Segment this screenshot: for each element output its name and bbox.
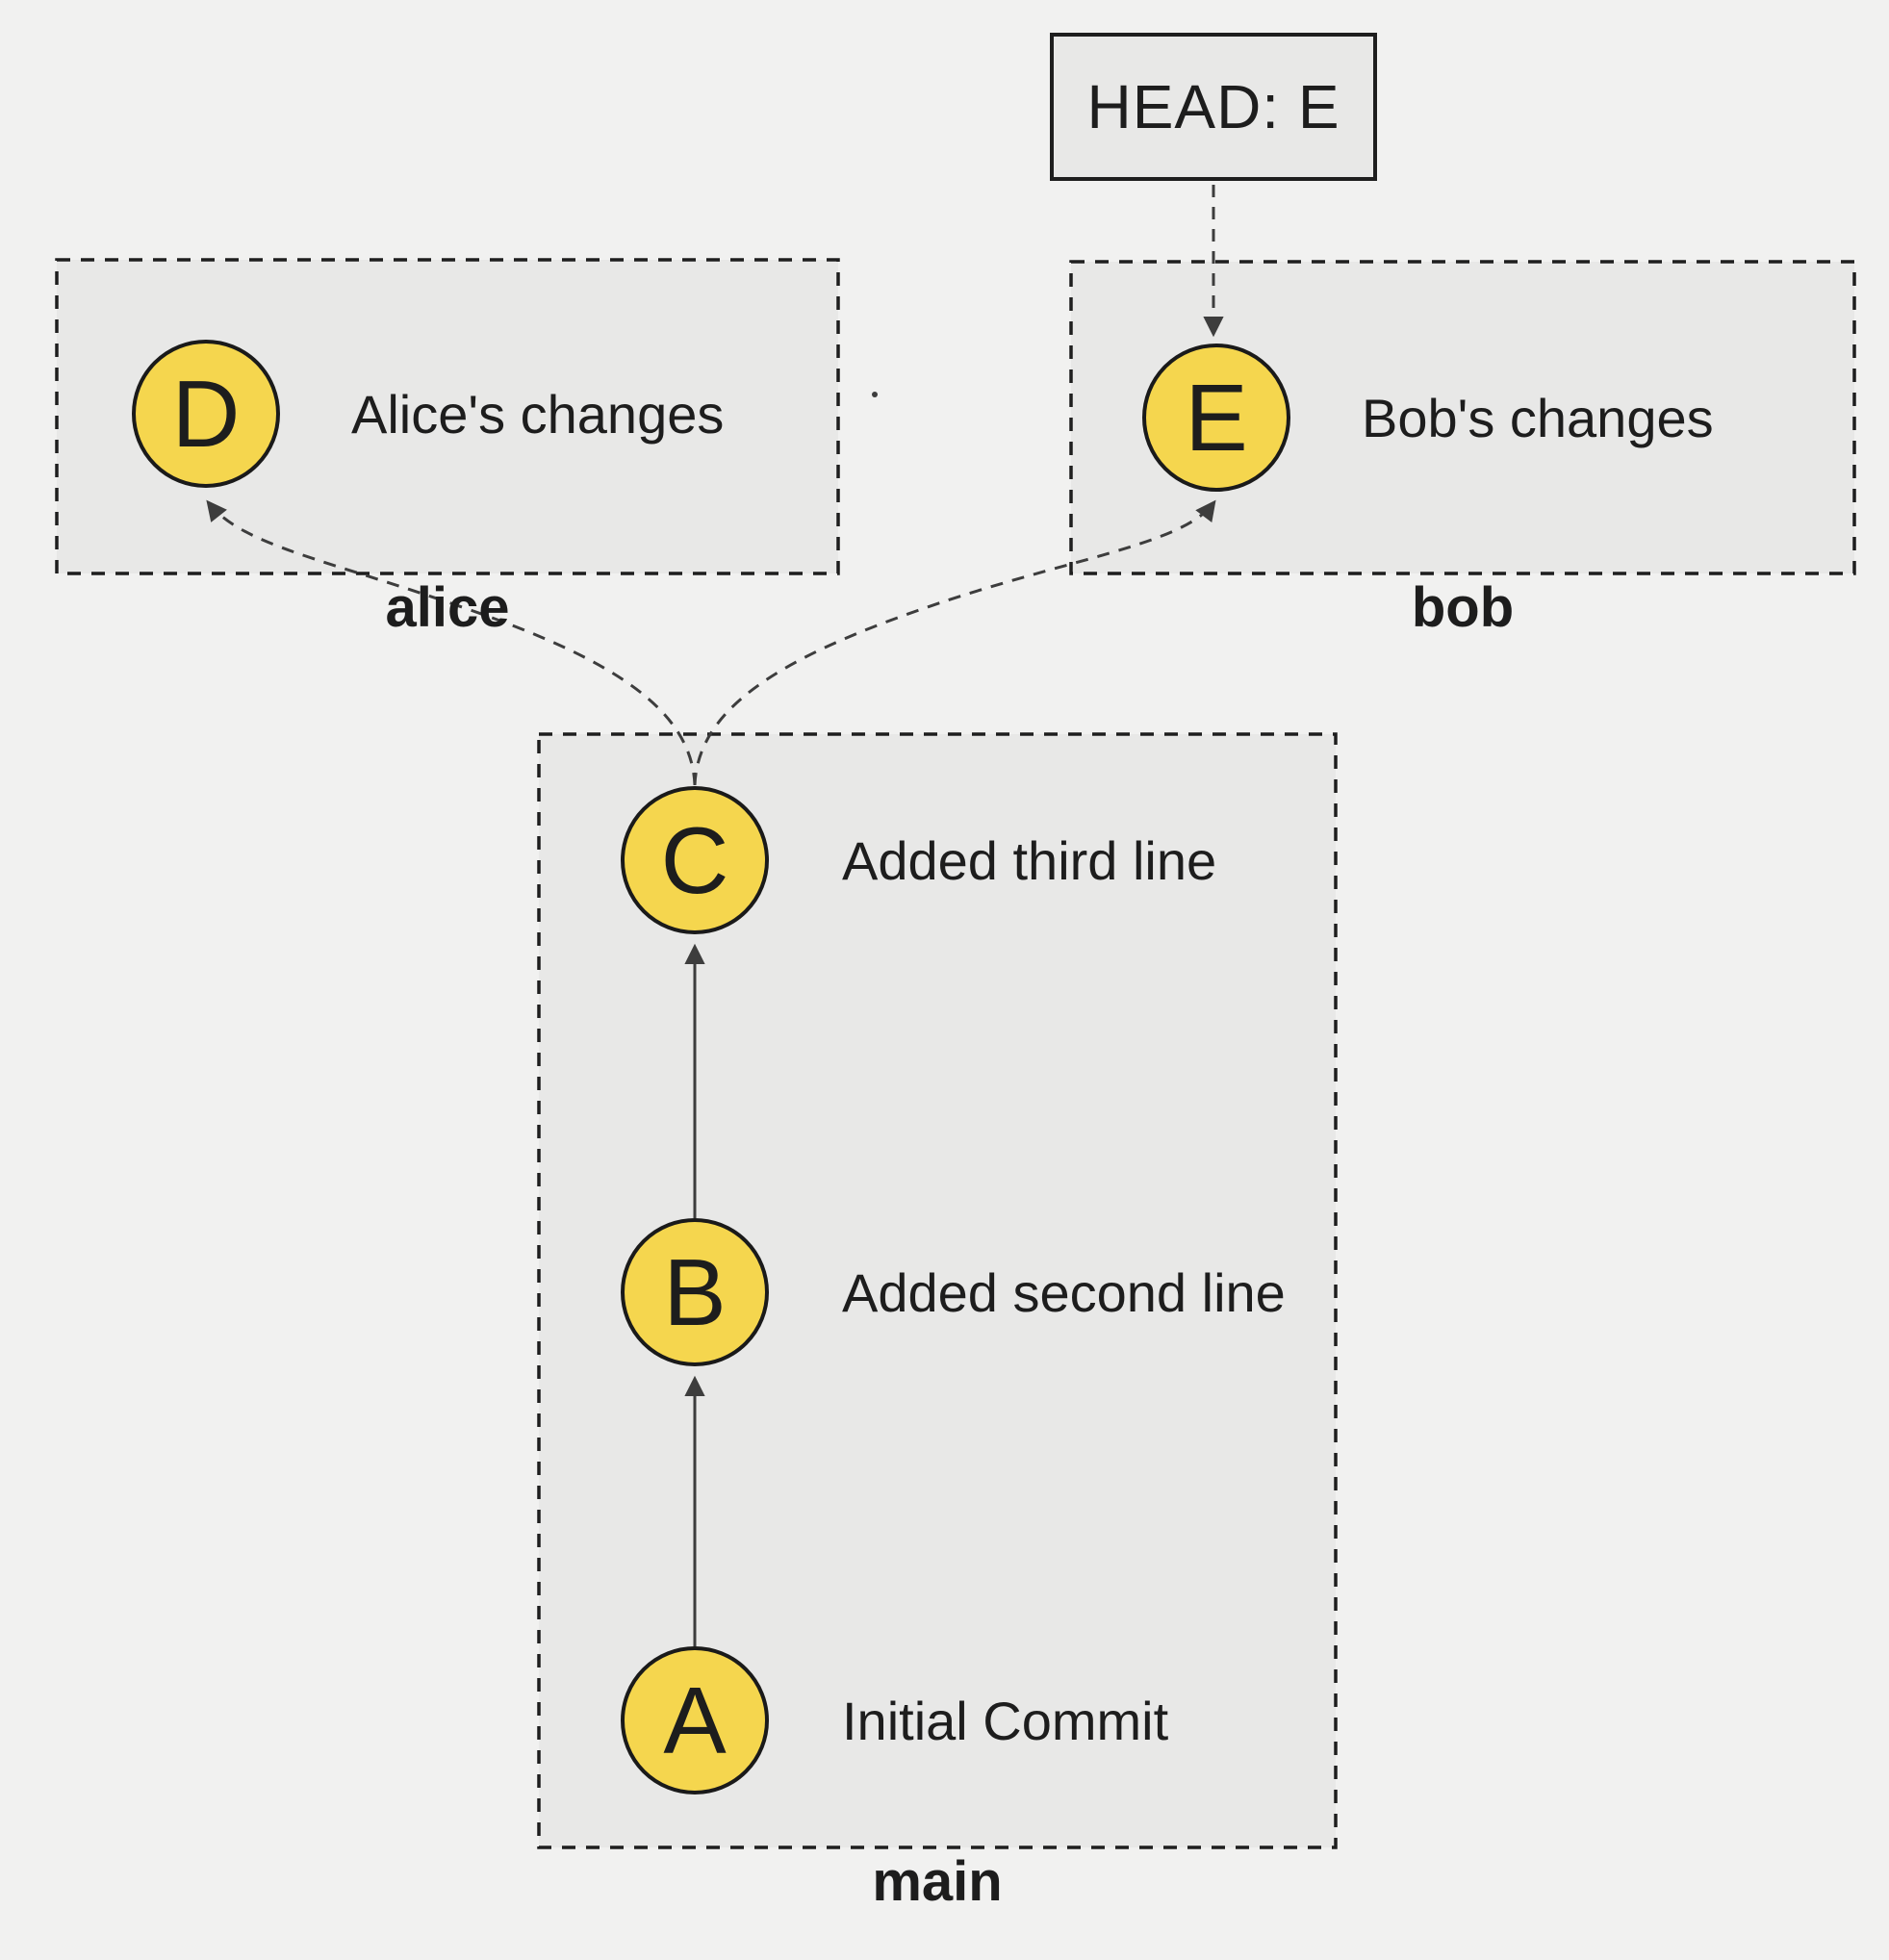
commit-letter-b: B <box>663 1238 727 1345</box>
commit-node-a <box>621 1646 769 1795</box>
commit-letter-a: A <box>663 1667 727 1773</box>
commit-message-a: Initial Commit <box>842 1690 1169 1751</box>
commit-letter-d: D <box>171 360 241 467</box>
branch-label-alice: alice <box>385 575 510 639</box>
branch-label-main: main <box>872 1849 1003 1913</box>
head-pointer-box <box>1050 33 1377 181</box>
commit-node-e <box>1142 344 1290 492</box>
commit-node-d <box>132 340 280 488</box>
stray-dot <box>872 392 878 397</box>
commit-message-b: Added second line <box>842 1261 1286 1323</box>
commit-node-c <box>621 786 769 934</box>
head-label: HEAD: E <box>1086 72 1340 141</box>
commit-node-b <box>621 1218 769 1366</box>
commit-message-e: Bob's changes <box>1362 387 1714 448</box>
commit-letter-c: C <box>660 806 729 913</box>
commit-letter-e: E <box>1185 364 1248 471</box>
edge-c-to-e <box>693 499 1216 786</box>
branch-label-bob: bob <box>1411 575 1515 639</box>
commit-message-d: Alice's changes <box>351 383 725 445</box>
commit-message-c: Added third line <box>842 829 1217 891</box>
edge-c-to-d <box>206 499 697 786</box>
